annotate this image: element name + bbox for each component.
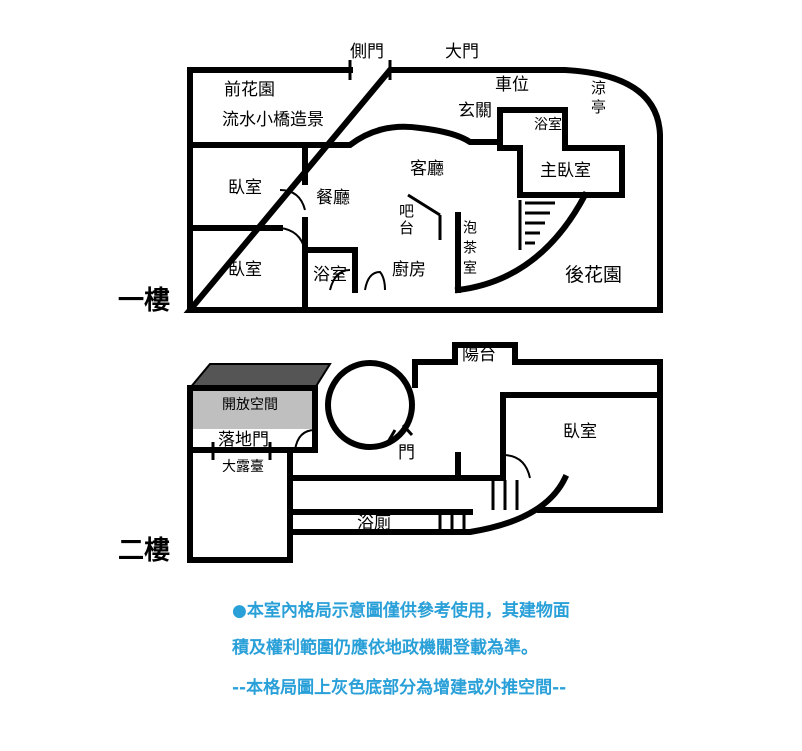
open-space-door-arc — [294, 429, 316, 451]
master-bedroom-label: 主臥室 — [540, 161, 591, 181]
terrace-label: 大露臺 — [222, 459, 264, 475]
bar-label: 吧台 — [397, 203, 415, 237]
tea-room-label: 泡茶室 — [461, 220, 477, 280]
small-bath-wall — [302, 247, 358, 293]
corridor-lower-wall — [287, 474, 569, 535]
round-door-mark — [386, 429, 397, 443]
french-door-label: 落地門 — [218, 430, 269, 450]
kitchen-door-arc — [364, 270, 386, 291]
master-bedroom-wall — [497, 145, 625, 198]
entrance-label: 玄關 — [458, 101, 492, 121]
side-gate-label: 側門 — [350, 42, 384, 62]
open-space-fill — [192, 389, 312, 429]
open-space-label: 開放空間 — [222, 397, 278, 413]
floor2-stairs — [438, 480, 519, 530]
dining-room-label: 餐廳 — [316, 188, 350, 208]
roof-shape — [187, 363, 332, 389]
floor1-title: 一樓 — [118, 286, 171, 316]
round-room — [325, 360, 415, 450]
back-garden-label: 後花園 — [565, 264, 623, 286]
living-room-label: 客廳 — [410, 159, 444, 179]
floor1-walls — [183, 60, 663, 313]
floor2-walls — [187, 342, 663, 563]
note-line-2: 積及權利範圍仍應依地政機關登載為準。 — [232, 638, 538, 658]
bedroom2-label: 臥室 — [563, 422, 597, 442]
balcony-label: 陽台 — [462, 345, 496, 365]
kitchen-label: 廚房 — [392, 260, 426, 280]
tea-room-curve-wall — [454, 190, 590, 294]
balcony-upper-wall — [412, 342, 663, 513]
pavilion-label: 涼亭 — [589, 80, 607, 118]
bedroom-bottom-label: 臥室 — [228, 260, 262, 280]
bedroom-door-arc-2 — [502, 454, 531, 479]
main-gate-label: 大門 — [445, 42, 479, 62]
note-line-3: --本格局圖上灰色底部分為增建或外推空間-- — [232, 678, 567, 698]
floor1-stairs — [518, 200, 555, 250]
note-line-1: ●本室內格局示意圖僅供參考使用，其建物面 — [232, 601, 570, 621]
floor1-outer-wall — [183, 67, 663, 313]
living-room-curve-wall — [302, 123, 503, 148]
dining-door-arc — [279, 189, 306, 211]
door-label: 門 — [398, 443, 415, 463]
water-bridge-label: 流水小橋造景 — [222, 110, 324, 130]
bath-toilet-label: 浴廁 — [357, 513, 391, 533]
bedroom-top-label: 臥室 — [228, 178, 262, 198]
small-bath-door-arc — [329, 269, 351, 291]
front-garden-label: 前花園 — [224, 80, 275, 100]
bar-counter — [407, 193, 441, 217]
round-door-mark-2 — [401, 423, 414, 437]
master-bath-label: 浴室 — [534, 117, 562, 133]
floor2-title: 二樓 — [118, 536, 171, 566]
bedroom-door-arc — [279, 227, 306, 251]
entrance-bath-wall — [497, 107, 568, 151]
small-bath-label: 浴室 — [313, 265, 347, 285]
parking-label: 車位 — [495, 75, 529, 95]
